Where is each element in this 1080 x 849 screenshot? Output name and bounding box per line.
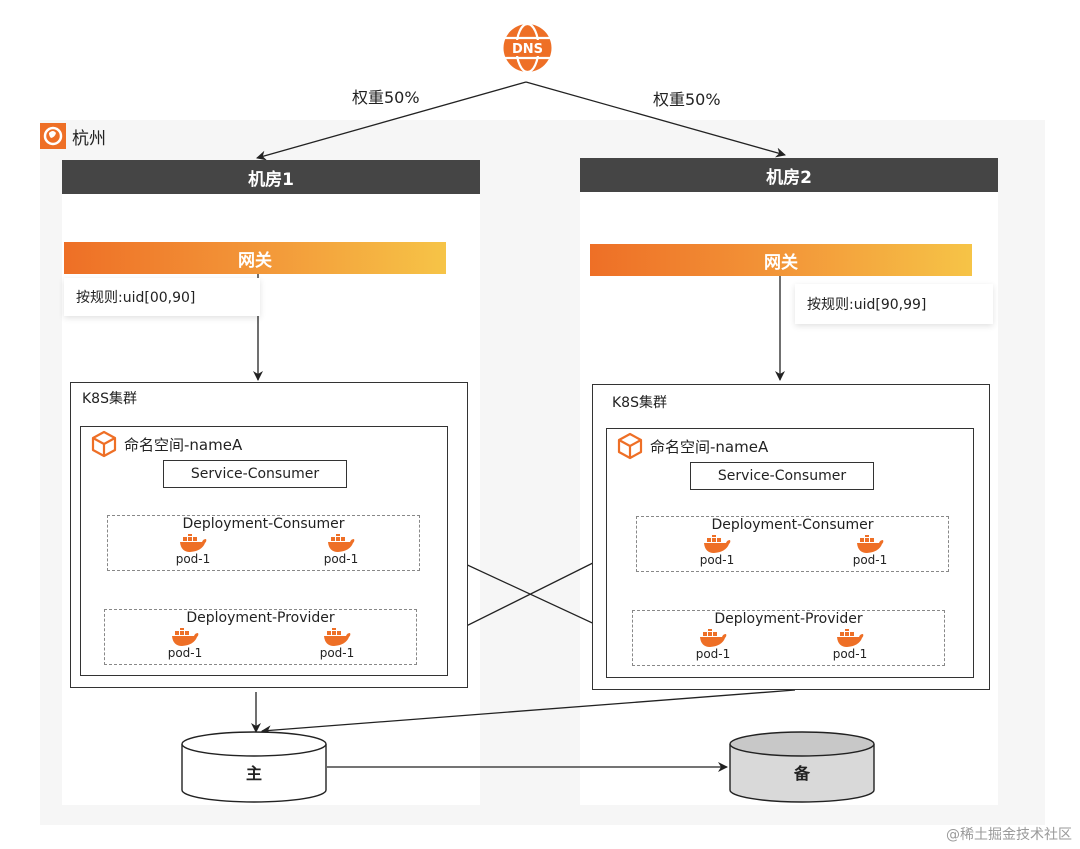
docker-whale-icon — [168, 532, 218, 554]
region-label: 杭州 — [40, 123, 106, 149]
pod-label: pod-1 — [699, 553, 735, 567]
primary-db-label: 主 — [245, 764, 262, 783]
room-1-routing-rule: 按规则:uid[00,90] — [64, 278, 260, 316]
pod: pod-1 — [312, 626, 362, 660]
pod-label: pod-1 — [323, 552, 359, 566]
docker-whale-icon — [692, 533, 742, 555]
room-1-header: 机房1 — [62, 160, 480, 194]
pod-label: pod-1 — [319, 646, 355, 660]
pod: pod-1 — [160, 626, 210, 660]
room-2-service-consumer: Service-Consumer — [690, 462, 874, 490]
dns-label: DNS — [512, 42, 543, 57]
room-1-namespace-name: 命名空间-nameA — [124, 435, 243, 454]
room-2-gateway: 网关 — [590, 244, 972, 276]
standby-db-label: 备 — [793, 764, 810, 783]
region-name: 杭州 — [72, 128, 106, 149]
room-1-deployment-consumer: Deployment-Consumer pod-1 pod-1 — [107, 515, 420, 571]
pod-label: pod-1 — [832, 647, 868, 661]
docker-whale-icon — [825, 627, 875, 649]
docker-whale-icon — [312, 626, 362, 648]
docker-whale-icon — [845, 533, 895, 555]
pod: pod-1 — [845, 533, 895, 567]
room-1-gateway: 网关 — [64, 242, 446, 274]
room-2-routing-rule: 按规则:uid[90,99] — [795, 284, 993, 324]
docker-whale-icon — [316, 532, 366, 554]
room-2-cluster-label: K8S集群 — [612, 395, 667, 411]
watermark: @稀土掘金技术社区 — [946, 827, 1072, 843]
pod: pod-1 — [825, 627, 875, 661]
pod-label: pod-1 — [175, 552, 211, 566]
pod-label: pod-1 — [695, 647, 731, 661]
docker-whale-icon — [688, 627, 738, 649]
pod: pod-1 — [316, 532, 366, 566]
room-2-deployment-provider: Deployment-Provider pod-1 pod-1 — [632, 610, 945, 666]
room-2-header: 机房2 — [580, 158, 998, 192]
dns-icon: DNS — [500, 22, 555, 74]
room-1-provider-title: Deployment-Provider — [186, 610, 335, 626]
pod: pod-1 — [688, 627, 738, 661]
room-2-consumer-title: Deployment-Consumer — [711, 517, 874, 533]
weight-right-label: 权重50% — [653, 90, 721, 109]
pod-label: pod-1 — [167, 646, 203, 660]
room-1-deployment-provider: Deployment-Provider pod-1 pod-1 — [104, 609, 417, 665]
room-2-namespace-label: 命名空间-nameA — [616, 432, 768, 460]
room-1-consumer-title: Deployment-Consumer — [182, 516, 345, 532]
room-1-cluster-label: K8S集群 — [82, 391, 137, 407]
namespace-cube-icon — [616, 432, 644, 460]
namespace-cube-icon — [90, 430, 118, 458]
room-2-deployment-consumer: Deployment-Consumer pod-1 pod-1 — [636, 516, 949, 572]
region-icon — [40, 123, 66, 149]
room-2-provider-title: Deployment-Provider — [714, 611, 863, 627]
pod: pod-1 — [168, 532, 218, 566]
docker-whale-icon — [160, 626, 210, 648]
weight-left-label: 权重50% — [352, 88, 420, 107]
pod-label: pod-1 — [852, 553, 888, 567]
pod: pod-1 — [692, 533, 742, 567]
room-1-namespace-label: 命名空间-nameA — [90, 430, 242, 458]
room-2-namespace-name: 命名空间-nameA — [650, 437, 769, 456]
room-1-service-consumer: Service-Consumer — [163, 460, 347, 488]
